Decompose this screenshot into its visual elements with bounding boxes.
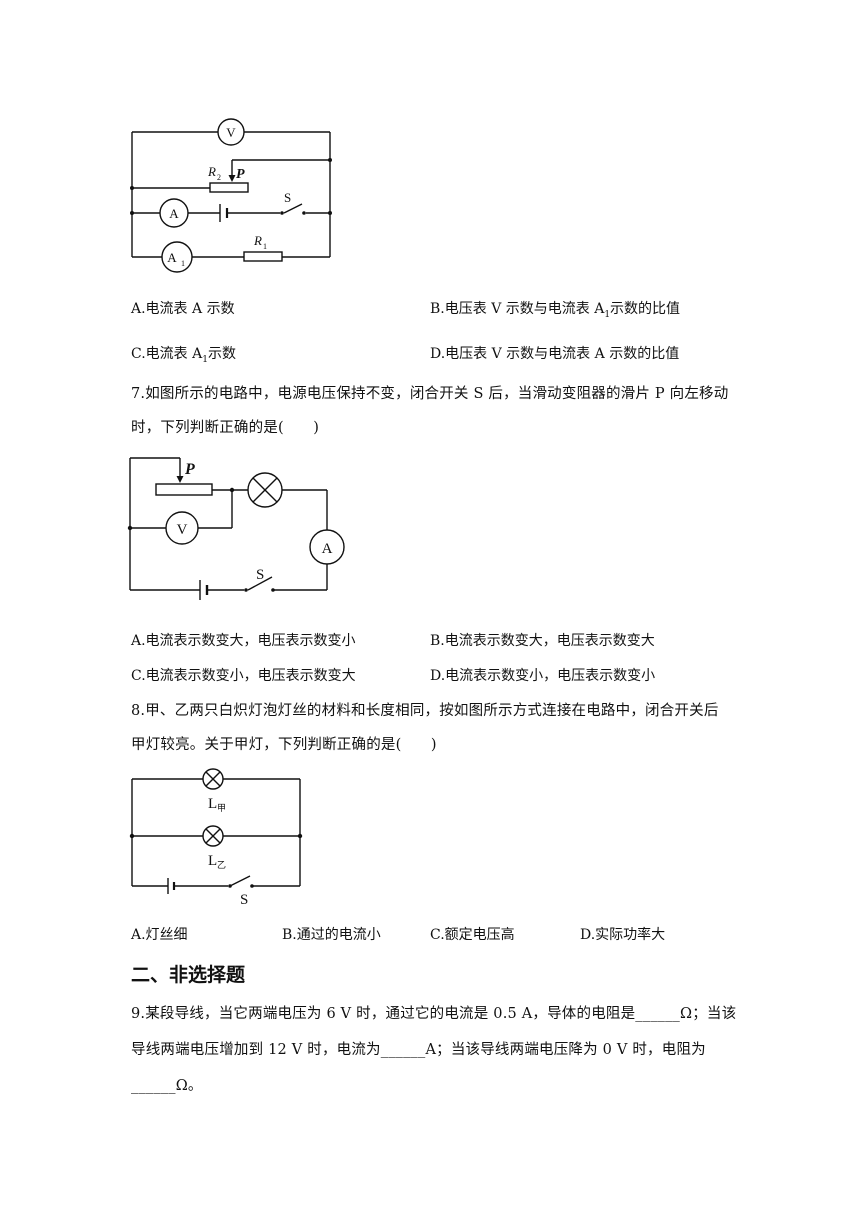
- section-heading: 二、非选择题: [131, 964, 246, 986]
- q6-option-b-tail: 示数的比值: [610, 301, 681, 317]
- q7-slider-p-label: P: [184, 461, 195, 478]
- q9-stem-line1: 9.某段导线，当它两端电压为 6 V 时，通过它的电流是 0.5 A，导体的电阻…: [131, 1006, 737, 1022]
- q7-option-c[interactable]: C.电流表示数变小，电压表示数变大: [131, 668, 356, 684]
- q7-stem-line1: 7.如图所示的电路中，电源电压保持不变，闭合开关 S 后，当滑动变阻器的滑片 P…: [131, 386, 729, 402]
- circuit-diagram-q7: P V A S: [127, 457, 345, 600]
- q7-switch-label: S: [256, 567, 264, 583]
- q6-option-c-tail: 示数: [207, 346, 236, 362]
- r2-sub: 2: [217, 173, 221, 182]
- q6-option-b-text: B.电压表 V 示数与电流表 A: [430, 301, 605, 317]
- ammeter1-sub: 1: [181, 259, 185, 268]
- slider-arrow-icon-q7: [176, 476, 184, 483]
- q6-option-b[interactable]: B.电压表 V 示数与电流表 A1示数的比值: [430, 298, 680, 320]
- q6-option-d[interactable]: D.电压表 V 示数与电流表 A 示数的比值: [430, 346, 680, 362]
- q8-option-d[interactable]: D.实际功率大: [580, 927, 666, 943]
- q7-option-d[interactable]: D.电流表示数变小，电压表示数变小: [430, 668, 656, 684]
- ammeter-label: A: [169, 206, 179, 221]
- q9-stem-line3: ______Ω。: [131, 1078, 203, 1094]
- q8-stem-line2: 甲灯较亮。关于甲灯，下列判断正确的是( ): [131, 737, 437, 753]
- q8-stem-line1: 8.甲、乙两只白炽灯泡灯丝的材料和长度相同，按如图所示方式连接在电路中，闭合开关…: [131, 703, 719, 719]
- q6-option-c[interactable]: C.电流表 A1示数: [131, 343, 236, 365]
- q7-option-a[interactable]: A.电流表示数变大，电压表示数变小: [131, 633, 356, 649]
- q8-lamp2-sub: 乙: [217, 860, 226, 870]
- circuit-diagram-q6: V A A 1 R 2 P S R 1: [130, 118, 332, 273]
- r1-label: R: [253, 233, 262, 248]
- q6-option-a[interactable]: A.电流表 A 示数: [131, 301, 235, 317]
- slider-arrow-icon: [228, 175, 236, 182]
- q6-option-b-sub: 1: [604, 309, 611, 320]
- q6-option-c-sub: 1: [202, 354, 208, 365]
- q9-stem-line2: 导线两端电压增加到 12 V 时，电流为______A；当该导线两端电压降为 0…: [131, 1042, 706, 1058]
- q7-ammeter-label: A: [322, 541, 333, 557]
- switch-label: S: [284, 190, 291, 205]
- q8-option-b[interactable]: B.通过的电流小: [282, 927, 381, 943]
- q8-option-c[interactable]: C.额定电压高: [430, 927, 515, 943]
- slider-p-label: P: [236, 167, 245, 182]
- q8-switch-label: S: [240, 892, 248, 908]
- ammeter1-label: A: [167, 250, 177, 265]
- r2-label: R: [207, 164, 216, 179]
- circuit-diagram-q8: L 甲 L 乙 S: [129, 768, 303, 908]
- q6-option-c-text: C.电流表 A: [131, 346, 203, 362]
- q7-voltmeter-label: V: [177, 522, 188, 538]
- voltmeter-label: V: [226, 125, 236, 140]
- q8-option-a[interactable]: A.灯丝细: [131, 927, 188, 943]
- q7-stem-line2: 时，下列判断正确的是( ): [131, 420, 320, 436]
- r1-sub: 1: [263, 242, 267, 251]
- q8-lamp1-label: L: [208, 796, 217, 812]
- q8-lamp2-label: L: [208, 853, 217, 869]
- q8-lamp1-sub: 甲: [217, 803, 226, 813]
- q7-option-b[interactable]: B.电流表示数变大，电压表示数变大: [430, 633, 655, 649]
